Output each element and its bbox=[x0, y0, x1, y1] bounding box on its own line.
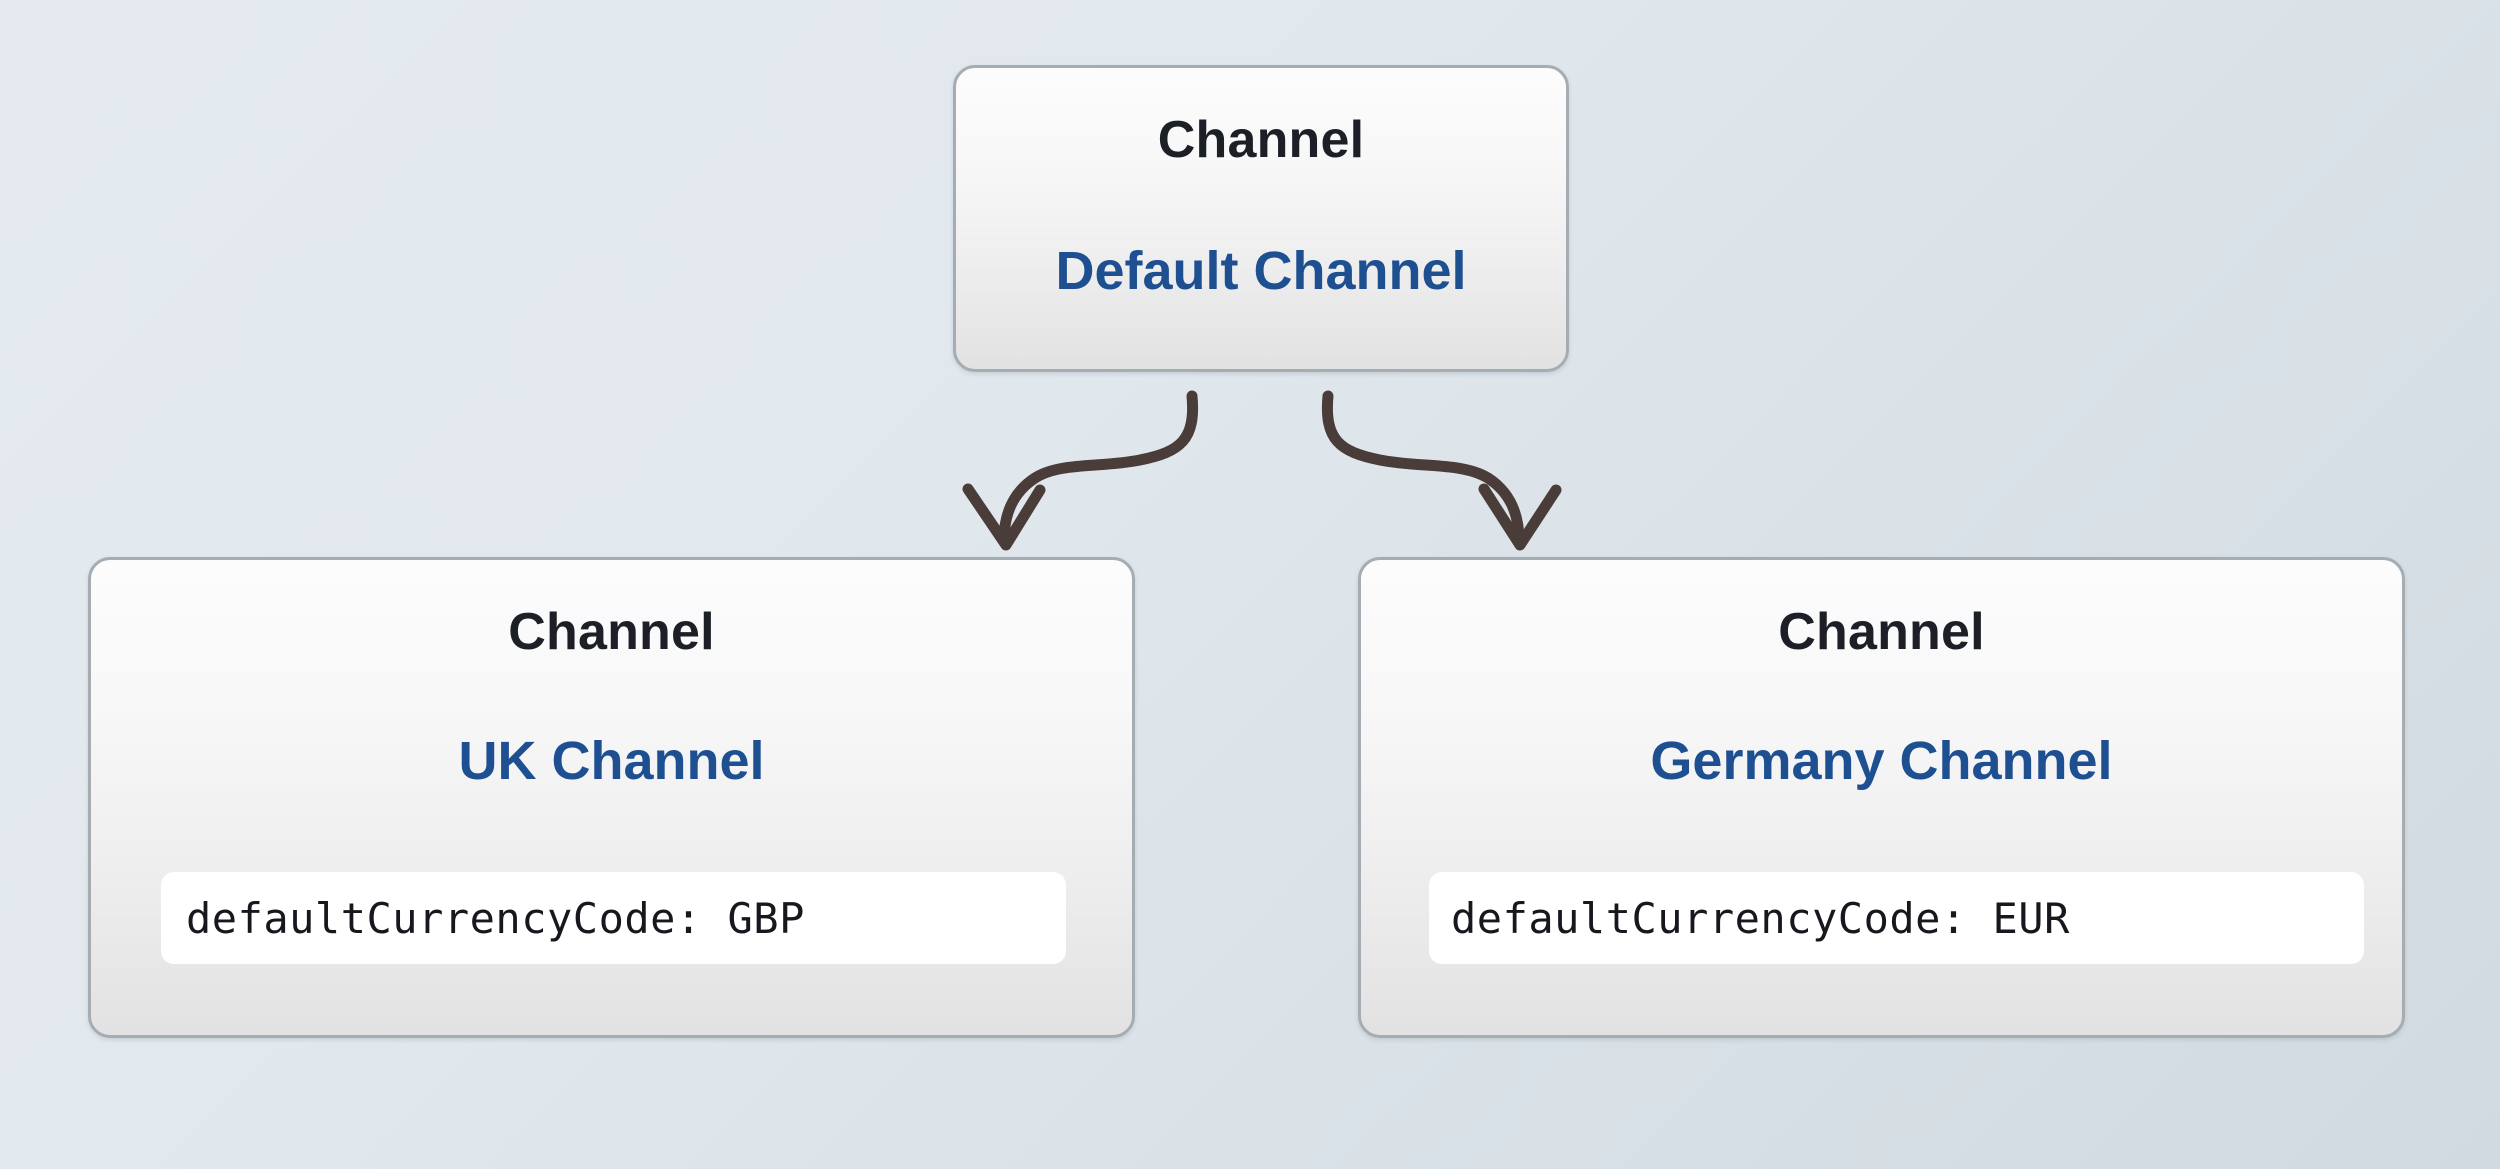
node-default-channel[interactable]: Channel Default Channel bbox=[953, 65, 1569, 372]
node-type-label: Channel bbox=[1778, 603, 1985, 661]
node-uk-channel[interactable]: Channel UK Channel defaultCurrencyCode: … bbox=[88, 557, 1135, 1038]
node-type-label: Channel bbox=[508, 603, 715, 661]
node-title-label: UK Channel bbox=[458, 731, 765, 791]
node-germany-channel[interactable]: Channel Germany Channel defaultCurrencyC… bbox=[1358, 557, 2405, 1038]
node-title-label: Germany Channel bbox=[1650, 731, 2113, 791]
node-property-text: defaultCurrencyCode: EUR bbox=[1451, 893, 2070, 943]
node-type-label: Channel bbox=[1157, 111, 1365, 169]
node-title-label: Default Channel bbox=[1055, 241, 1467, 301]
edge-root-to-germany bbox=[1321, 390, 1562, 551]
edge-root-to-uk bbox=[962, 390, 1199, 551]
node-property-text: defaultCurrencyCode: GBP bbox=[186, 893, 805, 943]
node-property-box: defaultCurrencyCode: EUR bbox=[1429, 872, 2364, 964]
node-property-box: defaultCurrencyCode: GBP bbox=[161, 872, 1066, 964]
